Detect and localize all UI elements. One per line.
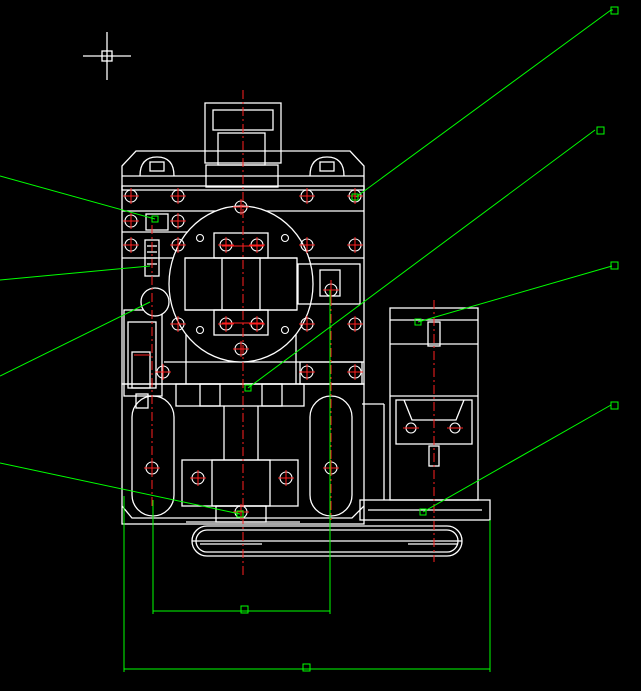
bolt-icon <box>218 237 234 253</box>
bolt-icon <box>123 213 139 229</box>
bolt-icon <box>123 237 139 253</box>
callout-end-3 <box>414 318 422 326</box>
bolt-icon <box>299 316 315 332</box>
bolt-icon <box>170 237 186 253</box>
bolt-icon <box>218 316 234 332</box>
belt-pulley-assembly <box>191 525 463 557</box>
bolt-icon <box>403 422 419 434</box>
bolt-icon <box>278 470 294 486</box>
bolt-icon <box>299 237 315 253</box>
bolt-group <box>123 188 463 520</box>
bolt-icon <box>299 188 315 204</box>
callout-right-bottom <box>610 401 619 410</box>
bolt-icon <box>249 316 265 332</box>
dimension-overall-width[interactable] <box>123 496 491 672</box>
bolt-icon <box>170 213 186 229</box>
callout-end-2 <box>244 384 252 392</box>
bolt-icon <box>170 316 186 332</box>
bolt-icon <box>123 188 139 204</box>
callout-end-4 <box>419 508 427 516</box>
bolt-icon <box>233 199 249 215</box>
hole-icon <box>195 233 205 243</box>
bolt-icon <box>190 470 206 486</box>
crosshair-cursor-icon <box>83 32 131 80</box>
main-housing <box>121 102 385 525</box>
callout-markers[interactable] <box>151 6 619 518</box>
bolt-icon <box>249 237 265 253</box>
callout-end-5 <box>151 215 159 223</box>
dimension-inner-width[interactable] <box>152 290 331 614</box>
hole-icon <box>280 233 290 243</box>
callout-end-6 <box>236 510 244 518</box>
bolt-icon <box>155 364 171 380</box>
bolt-icon <box>233 341 249 357</box>
bolt-icon <box>347 237 363 253</box>
side-motor-unit <box>359 307 491 521</box>
callout-end-1 <box>351 193 359 201</box>
bolt-icon <box>347 316 363 332</box>
bolt-icon <box>347 188 363 204</box>
bolt-icon <box>347 364 363 380</box>
bolt-icon <box>447 422 463 434</box>
hole-icon <box>280 325 290 335</box>
leader-lines <box>0 9 613 515</box>
bolt-icon <box>299 364 315 380</box>
bolt-icon <box>170 188 186 204</box>
callout-right-lower <box>610 261 619 270</box>
callout-top-right <box>610 6 619 15</box>
callout-mid-right <box>596 126 605 135</box>
centerlines <box>134 90 435 575</box>
hole-icon <box>195 325 205 335</box>
